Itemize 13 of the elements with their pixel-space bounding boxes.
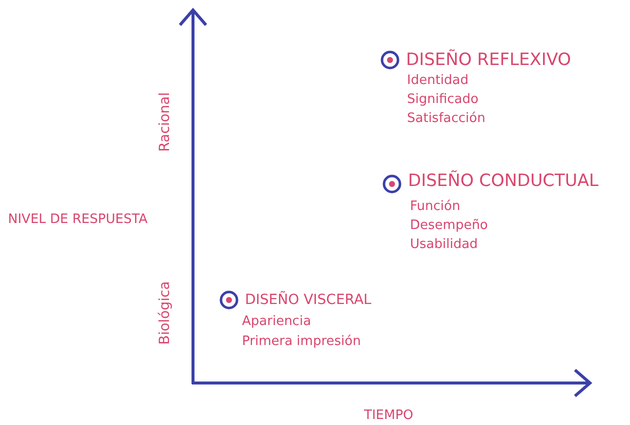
attribute-label: Desempeño [410, 219, 488, 232]
attribute-label: Función [410, 200, 460, 213]
attribute-label: Satisfacción [407, 112, 486, 125]
axis-label: Biológica [158, 281, 172, 345]
axis-title: TIEMPO [364, 409, 414, 422]
axis-label: Racional [158, 92, 172, 152]
attribute-label: Identidad [407, 74, 469, 87]
attribute-label: Primera impresión [242, 335, 361, 348]
axis-title: NIVEL DE RESPUESTA [8, 213, 148, 226]
attribute-label: Apariencia [242, 315, 312, 328]
attribute-label: Significado [407, 93, 478, 106]
category-heading: DISEÑO VISCERAL [245, 293, 372, 307]
attribute-label: Usabilidad [410, 238, 478, 251]
